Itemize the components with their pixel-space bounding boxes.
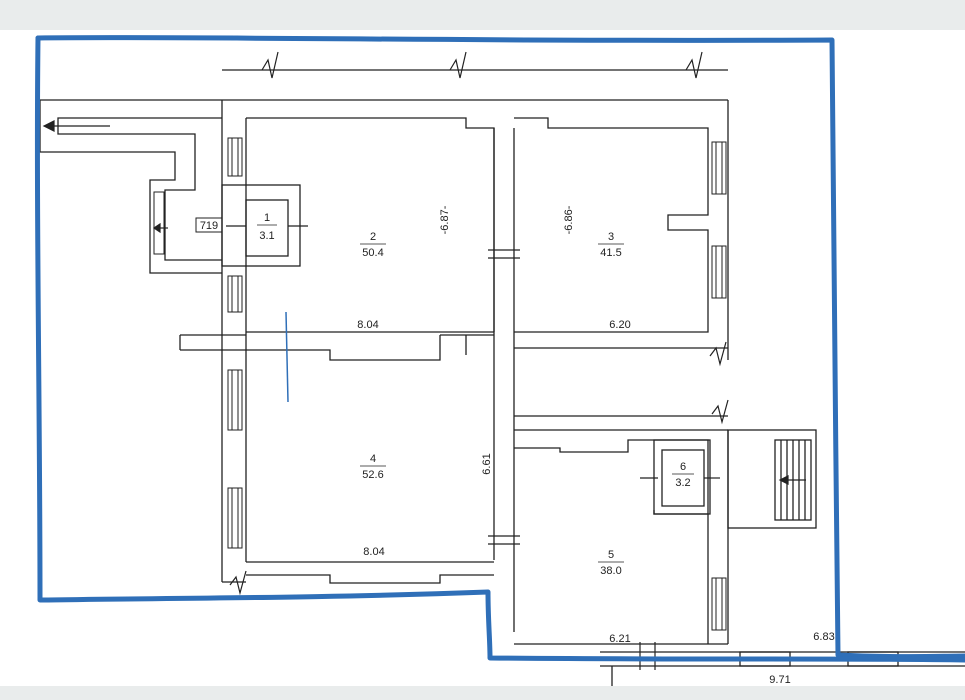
side-label-box (195, 217, 223, 233)
dim-room4-height: 6.61 (481, 453, 493, 474)
walls (39, 69, 965, 686)
room-3-number: 3 (608, 231, 614, 243)
dimension-labels: 8.04 6.20 -6.87- -6.86- 6.61 8.04 6.21 6… (357, 205, 834, 686)
side-label: 719 (200, 220, 218, 232)
room-6-number: 6 (680, 461, 686, 473)
floor-plan-drawing: 719 1 3.1 2 50.4 3 41.5 4 52.6 5 38.0 6 (34, 35, 965, 686)
break-markers (229, 51, 729, 596)
blue-pen-mark (285, 311, 289, 403)
room-1-number: 1 (264, 212, 270, 224)
dim-room3-height: -6.86- (563, 205, 575, 234)
dim-room5-width: 6.21 (609, 633, 630, 645)
dim-bottom-width: 9.71 (769, 674, 790, 686)
room-labels: 1 3.1 2 50.4 3 41.5 4 52.6 5 38.0 6 3.2 (257, 212, 694, 577)
arrows (42, 120, 806, 485)
room-5-area: 38.0 (600, 565, 621, 577)
dim-room3-width: 6.20 (609, 319, 630, 331)
floor-plan-sheet: 719 1 3.1 2 50.4 3 41.5 4 52.6 5 38.0 6 (0, 30, 965, 686)
room-4-number: 4 (370, 453, 376, 465)
dim-room2-height: -6.87- (439, 205, 451, 234)
room-1-area: 3.1 (259, 230, 274, 242)
dim-room2-width: 8.04 (357, 319, 378, 331)
dim-right-width: 6.83 (813, 631, 834, 643)
room-4-area: 52.6 (362, 469, 383, 481)
windows (153, 137, 727, 631)
room-6-area: 3.2 (675, 477, 690, 489)
room-3-area: 41.5 (600, 247, 621, 259)
room-2-number: 2 (370, 231, 376, 243)
boundary-outline (34, 35, 965, 663)
ticks (226, 225, 720, 670)
room-2-area: 50.4 (362, 247, 383, 259)
dim-room4-width: 8.04 (363, 546, 384, 558)
room-5-number: 5 (608, 549, 614, 561)
